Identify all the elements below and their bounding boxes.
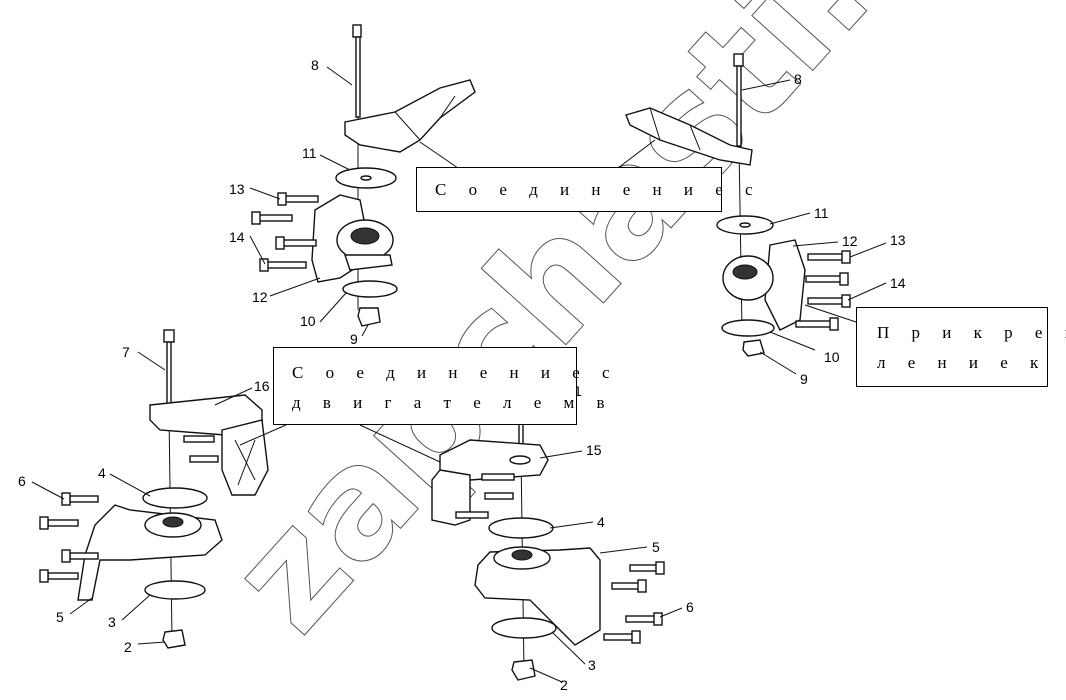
label-2-bottom-right: 2 — [560, 677, 568, 693]
callout-right: П р и к р е п л е н и е к — [856, 307, 1066, 387]
callout-top-text: С о е д и н е н и е с — [435, 180, 762, 199]
callout-middle-line2: д в и г а т е л е м в — [292, 393, 614, 412]
label-3-bottom-right: 3 — [588, 657, 596, 673]
label-13-top-left: 13 — [229, 181, 245, 197]
label-6-bottom-left: 6 — [18, 473, 26, 489]
label-9-top-right: 9 — [800, 371, 808, 387]
label-13-top-right: 13 — [890, 232, 906, 248]
label-10-top-left: 10 — [300, 313, 316, 329]
label-16: 16 — [254, 378, 270, 394]
label-5-bottom-left: 5 — [56, 609, 64, 625]
label-8-top-right: 8 — [794, 71, 802, 87]
label-10-top-right: 10 — [824, 349, 840, 365]
label-3-bottom-left: 3 — [108, 614, 116, 630]
label-14-top-left: 14 — [229, 229, 245, 245]
bottom-left-mount — [39, 329, 269, 649]
callout-right-line2: л е н и е к — [877, 353, 1048, 372]
label-9-top-left: 9 — [350, 331, 358, 347]
label-4-bottom-right: 4 — [597, 514, 605, 530]
label-12-top-right: 12 — [842, 233, 858, 249]
label-6-bottom-right: 6 — [686, 599, 694, 615]
label-1: 1 — [574, 383, 582, 399]
bottom-right-mount — [431, 399, 665, 681]
top-left-mount — [251, 24, 476, 327]
callout-middle-line1: С о е д и н е н и е с — [292, 363, 619, 382]
label-4-bottom-left: 4 — [98, 465, 106, 481]
top-right-mount — [625, 53, 851, 357]
label-12-top-left: 12 — [252, 289, 268, 305]
callout-middle: С о е д и н е н и е с д в и г а т е л е … — [273, 347, 619, 425]
label-11-top-right: 11 — [814, 205, 829, 221]
label-14-top-right: 14 — [890, 275, 906, 291]
callout-top: С о е д и н е н и е с — [416, 167, 762, 212]
label-7: 7 — [122, 344, 130, 360]
label-15: 15 — [586, 442, 602, 458]
part-labels: 8 11 13 14 12 10 9 8 11 12 13 14 10 9 7 … — [18, 57, 906, 693]
label-2-bottom-left: 2 — [124, 639, 132, 655]
label-8-top-left: 8 — [311, 57, 319, 73]
label-11-top-left: 11 — [302, 145, 317, 161]
callout-leaders — [239, 139, 857, 463]
label-5-bottom-right: 5 — [652, 539, 660, 555]
callout-right-line1: П р и к р е п — [877, 323, 1066, 342]
